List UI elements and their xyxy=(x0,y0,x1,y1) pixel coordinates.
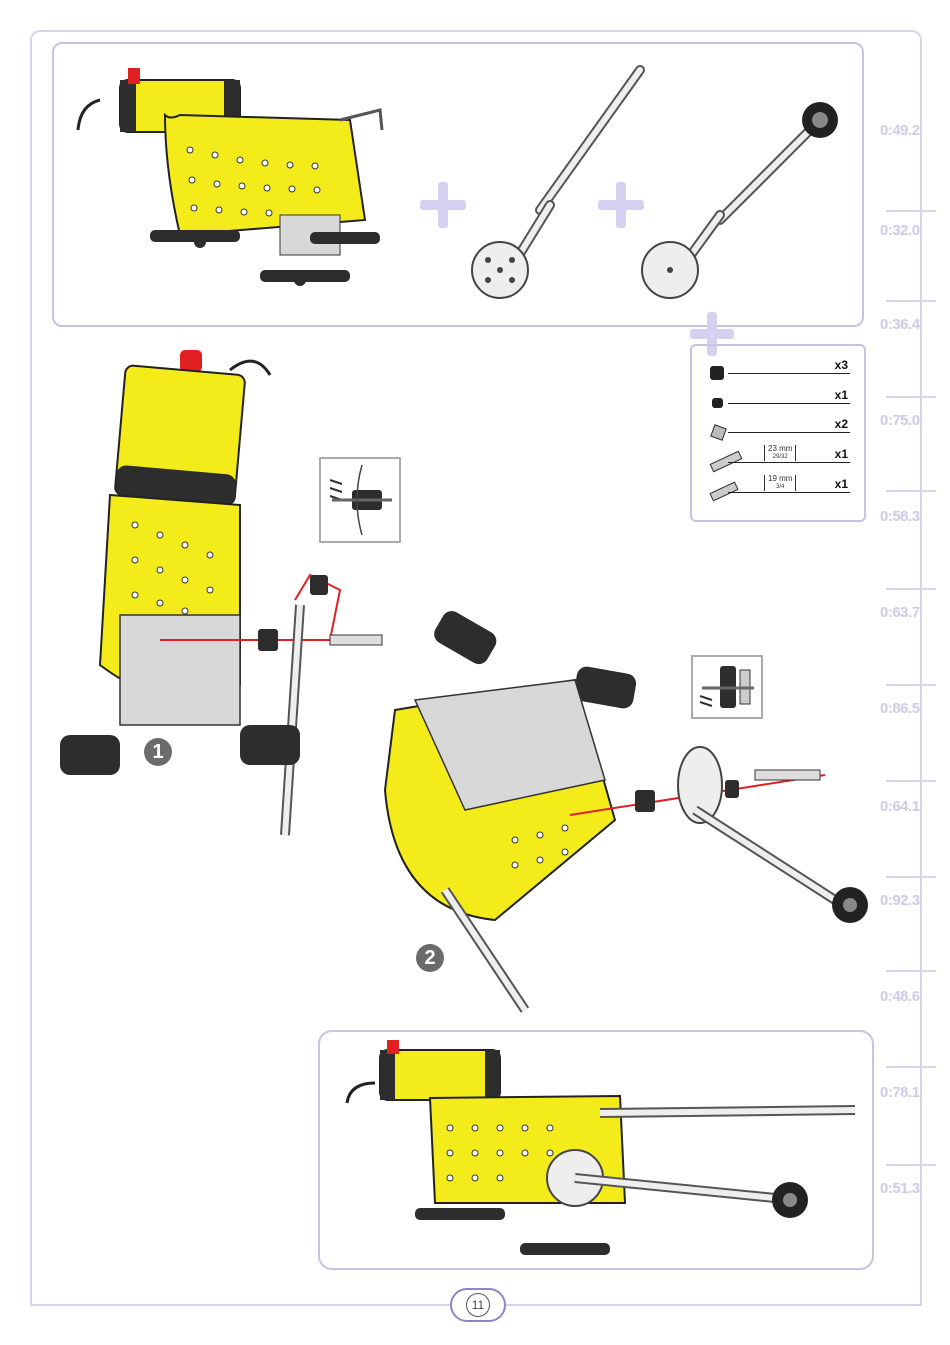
side-timing: 0:92.3 xyxy=(880,892,950,909)
step-number-2: 2 xyxy=(416,944,444,972)
side-timing-divider xyxy=(886,876,936,878)
side-timing-divider xyxy=(886,970,936,972)
nut-detail-illustration xyxy=(694,658,760,716)
parts-row: x1 xyxy=(706,390,856,416)
side-timing: 0:86.5 xyxy=(880,700,950,717)
spring-detail-illustration xyxy=(322,460,398,540)
side-timing-divider xyxy=(886,210,936,212)
completed-robot-illustration xyxy=(335,1038,865,1263)
side-timing-divider xyxy=(886,1066,936,1068)
side-timing: 0:75.0 xyxy=(880,412,950,429)
side-timing: 0:49.2 xyxy=(880,122,950,139)
side-timing-divider xyxy=(886,396,936,398)
side-timing-divider xyxy=(886,1164,936,1166)
robot-body-illustration-top xyxy=(70,60,400,300)
side-timing: 0:32.0 xyxy=(880,222,950,239)
leg-assembly-illustration-b xyxy=(630,90,860,310)
side-timing: 0:48.6 xyxy=(880,988,950,1005)
side-timing: 0:63.7 xyxy=(880,604,950,621)
page-number: 11 xyxy=(450,1288,506,1322)
parts-row: x2 xyxy=(706,419,856,445)
parts-qty: x1 xyxy=(835,477,848,491)
parts-qty: x3 xyxy=(835,358,848,372)
side-timing-divider xyxy=(886,684,936,686)
side-timing: 0:36.4 xyxy=(880,316,950,333)
spacer-icon xyxy=(712,398,723,408)
plus-sign xyxy=(420,182,466,228)
parts-row: x3 xyxy=(706,360,856,386)
parts-qty: x1 xyxy=(835,388,848,402)
side-timing-divider xyxy=(886,490,936,492)
square-nut-icon xyxy=(710,424,727,441)
side-timing-divider xyxy=(886,300,936,302)
side-timing-divider xyxy=(886,588,936,590)
parts-qty: x2 xyxy=(835,417,848,431)
parts-qty: x1 xyxy=(835,447,848,461)
step-number-1: 1 xyxy=(144,738,172,766)
page-number-value: 11 xyxy=(466,1293,490,1317)
side-timing: 0:51.3 xyxy=(880,1180,950,1197)
side-timing-divider xyxy=(886,780,936,782)
side-timing: 0:58.3 xyxy=(880,508,950,525)
bottom-frame-line-right xyxy=(506,1304,922,1306)
bottom-frame-line xyxy=(30,1304,450,1306)
side-timing: 0:64.1 xyxy=(880,798,950,815)
side-timing: 0:78.1 xyxy=(880,1084,950,1101)
nut-large-icon xyxy=(710,366,724,380)
